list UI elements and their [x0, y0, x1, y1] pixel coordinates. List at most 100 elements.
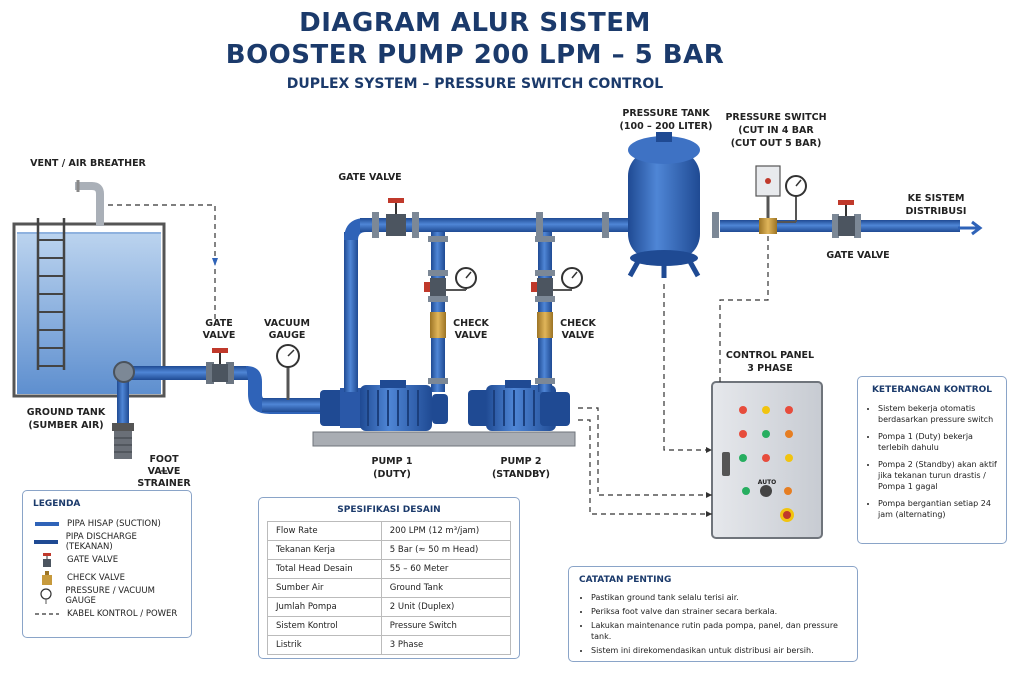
list-item: Pastikan ground tank selalu terisi air.: [591, 592, 847, 603]
suction-gate-valve: [206, 348, 234, 384]
pressure-switch-label-1: PRESSURE SWITCH: [725, 112, 827, 123]
foot-valve-pipe: [117, 368, 129, 428]
header-gate-valve-label: GATE VALVE: [338, 172, 402, 183]
vacuum-gauge: [276, 344, 300, 400]
pressure-switch-label-2: (CUT IN 4 BAR: [738, 125, 814, 136]
pump-1-label-2: (DUTY): [373, 469, 411, 480]
pressure-gauge-2: [553, 267, 583, 291]
foot-valve-label-1: FOOT VALVE: [147, 454, 181, 477]
list-item: Pompa bergantian setiap 24 jam (alternat…: [878, 498, 998, 520]
important-notes-title: CATATAN PENTING: [579, 575, 672, 585]
cable-arrow-3: [706, 511, 712, 517]
pressure-switch: [755, 165, 807, 234]
discharge-header: [360, 218, 640, 232]
pump-2-label-1: PUMP 2: [500, 456, 542, 467]
list-item: Lakukan maintenance rutin pada pompa, pa…: [591, 620, 847, 642]
legend-label: GATE VALVE: [67, 555, 119, 565]
legend-label: CHECK VALVE: [67, 573, 125, 583]
spec-value: 5 Bar (≈ 50 m Head): [380, 540, 512, 560]
suction-pipe-icon: [33, 520, 61, 528]
check-valve-2-label-2: VALVE: [561, 330, 595, 341]
check-valve-2-label-1: CHECK: [560, 318, 596, 329]
legend-box: LEGENDA PIPA HISAP (SUCTION) PIPA DISCHA…: [22, 490, 192, 638]
ground-tank-label-2: (SUMBER AIR): [28, 420, 104, 431]
control-notes-box: KETERANGAN KONTROL Sistem bekerja otomat…: [857, 376, 1007, 544]
spec-value: 55 – 60 Meter: [380, 559, 512, 579]
suction-gate-valve-label-2: VALVE: [202, 330, 236, 341]
foot-valve-label-2: + STRAINER: [137, 466, 191, 489]
spec-value: 2 Unit (Duplex): [380, 597, 512, 617]
legend-label: PRESSURE / VACUUM GAUGE: [65, 586, 155, 606]
riser-gate-valve-1: [424, 278, 446, 296]
pump-1: [320, 380, 448, 431]
check-valve-1-label-1: CHECK: [453, 318, 489, 329]
cable-arrow-1: [706, 447, 712, 453]
control-cables: [578, 236, 769, 515]
suction-pipe-to-pump: [262, 398, 332, 412]
gauge-icon: [33, 588, 59, 604]
list-item: Sistem ini direkomendasikan untuk distri…: [591, 645, 847, 656]
pressure-tank-label-1: PRESSURE TANK: [622, 108, 710, 119]
legend-label: KABEL KONTROL / POWER: [67, 609, 178, 619]
legend-item: CHECK VALVE: [33, 569, 181, 587]
pressure-tank: [627, 132, 701, 278]
header-gate-valve: [386, 198, 406, 236]
legend-title: LEGENDA: [33, 499, 81, 509]
pump-base-plate: [312, 431, 576, 447]
legend-item: PIPA HISAP (SUCTION): [33, 515, 181, 533]
strainer-lines: [114, 437, 132, 453]
pump-2: [468, 380, 570, 431]
pump-2-label-2: (STANDBY): [491, 469, 551, 480]
check-valve-1-label-2: VALVE: [454, 330, 488, 341]
spec-title: SPESIFIKASI DESAIN: [337, 505, 441, 515]
control-notes-title: KETERANGAN KONTROL: [871, 385, 993, 395]
outlet-gate-valve: [832, 200, 861, 238]
spec-key: Listrik: [267, 635, 382, 655]
list-item: Sistem bekerja otomatis berdasarkan pres…: [878, 403, 998, 425]
control-panel-label-2: 3 PHASE: [747, 363, 793, 374]
tank-outlet-flange: [113, 361, 135, 383]
legend-item: PRESSURE / VACUUM GAUGE: [33, 586, 181, 606]
spec-value: 3 Phase: [380, 635, 512, 655]
control-notes-list: Sistem bekerja otomatis berdasarkan pres…: [866, 403, 998, 520]
important-notes-box: CATATAN PENTING Pastikan ground tank sel…: [568, 566, 858, 662]
pressure-switch-label-3: (CUT OUT 5 BAR): [730, 138, 822, 149]
vent-dashed-line: [108, 204, 216, 320]
spec-value: Ground Tank: [380, 578, 512, 598]
spec-value: Pressure Switch: [380, 616, 512, 636]
ground-tank-label-1: GROUND TANK: [26, 407, 106, 418]
pump-1-label-1: PUMP 1: [371, 456, 413, 467]
spec-key: Flow Rate: [267, 521, 382, 541]
pressure-tank-label-2: (100 – 200 LITER): [619, 121, 713, 132]
discharge-riser-main: [344, 232, 358, 392]
dashed-line-icon: [33, 610, 61, 618]
list-item: Pompa 2 (Standby) akan aktif jika tekana…: [878, 459, 998, 492]
legend-item: GATE VALVE: [33, 551, 181, 569]
subtitle: DUPLEX SYSTEM – PRESSURE SWITCH CONTROL: [286, 76, 664, 92]
ground-tank: [12, 218, 166, 398]
check-valve-1: [430, 312, 446, 338]
list-item: Pompa 1 (Duty) bekerja terlebih dahulu: [878, 431, 998, 453]
outlet-gate-valve-label: GATE VALVE: [826, 250, 890, 261]
distribution-label-2: DISTRIBUSI: [905, 206, 967, 217]
discharge-pipe-icon: [33, 538, 60, 546]
check-valve-2: [537, 312, 553, 338]
spec-key: Jumlah Pompa: [267, 597, 382, 617]
pressure-gauge-1: [446, 267, 477, 291]
legend-item: PIPA DISCHARGE (TEKANAN): [33, 532, 181, 552]
list-item: Periksa foot valve dan strainer secara b…: [591, 606, 847, 617]
vacuum-gauge-label-1: VACUUM: [264, 318, 310, 329]
foot-valve-flange: [112, 423, 134, 431]
suction-gate-valve-label-1: GATE: [205, 318, 233, 329]
important-notes-list: Pastikan ground tank selalu terisi air. …: [579, 592, 847, 656]
header-flanges: [372, 212, 719, 384]
